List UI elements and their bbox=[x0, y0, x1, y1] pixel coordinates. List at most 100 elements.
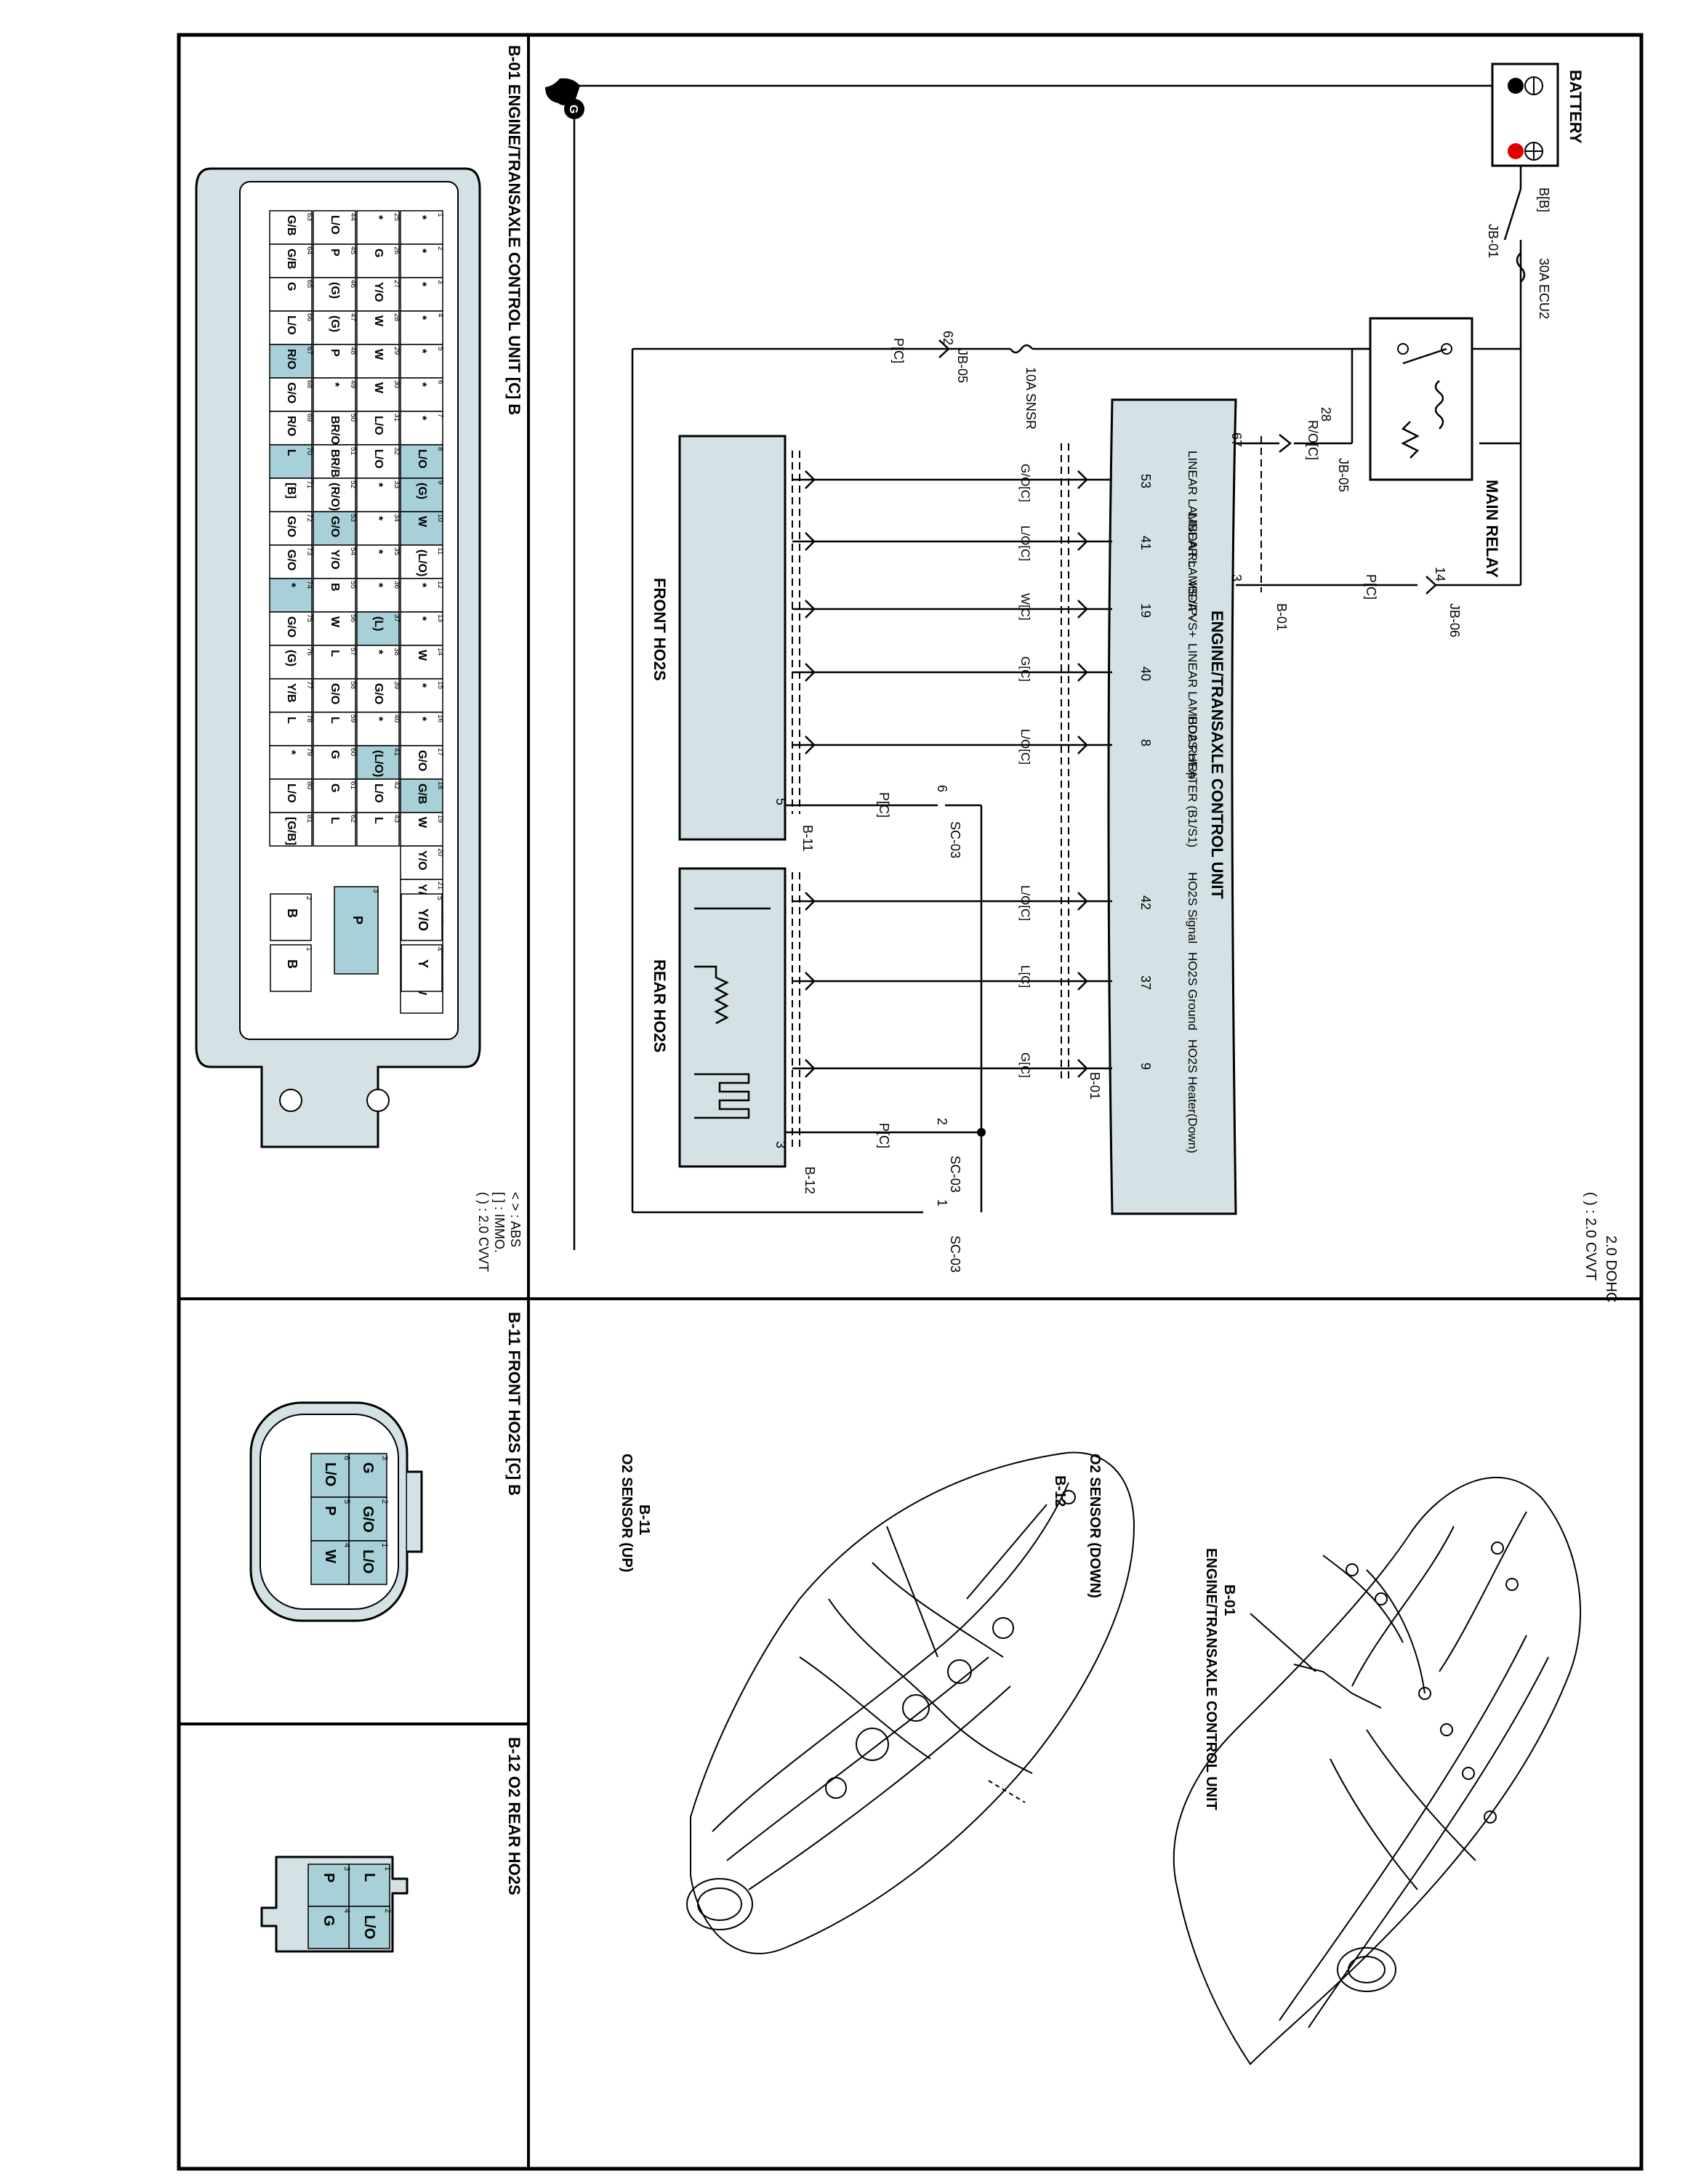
connector-cell bbox=[313, 210, 356, 245]
connector-cell bbox=[400, 310, 443, 345]
connector-wire-color: G bbox=[372, 249, 385, 257]
connector-pin-number: 78 bbox=[305, 714, 313, 723]
connector-pin-number: 8 bbox=[436, 447, 444, 451]
connector-wire-color: (R/O) bbox=[329, 483, 341, 511]
connector-wire-color: [G/B] bbox=[285, 817, 297, 845]
wire-color-label: L/O[C] bbox=[1018, 885, 1032, 921]
connector-pin-number: 60 bbox=[349, 748, 357, 757]
connector-wire-color: (L/O) bbox=[372, 750, 385, 777]
loc-b11-label: B-11 bbox=[636, 1504, 652, 1535]
rear-splice-pin: 2 bbox=[935, 1118, 949, 1125]
connector-wire-color: G/O bbox=[372, 683, 385, 704]
connector-pin-number: 5 bbox=[342, 1499, 351, 1504]
connector-wire-color: Y/B bbox=[285, 683, 297, 703]
connector-cell bbox=[356, 645, 400, 680]
ecu-pin-number: 53 bbox=[1138, 474, 1153, 488]
connector-pin-number: 3 bbox=[342, 1866, 351, 1871]
connector-pin-number: 6 bbox=[436, 380, 444, 384]
connector-pin-number: 81 bbox=[305, 815, 313, 823]
connector-wire-color: [B] bbox=[285, 483, 297, 499]
connector-wire-color: L/O bbox=[372, 783, 385, 803]
connector-pin-number: 4 bbox=[342, 1543, 351, 1547]
connector-wire-color: G/O bbox=[329, 683, 341, 704]
connector-cell bbox=[307, 1906, 350, 1949]
connector-cell bbox=[269, 712, 313, 746]
connector-wire-color: L/O bbox=[322, 1462, 338, 1486]
connector-cell bbox=[269, 511, 313, 546]
front-ho2s-conn: B-11 bbox=[800, 825, 815, 852]
connector-pin-number: 19 bbox=[436, 815, 444, 823]
ecu2-fuse bbox=[1516, 252, 1526, 283]
ecu-pin-number: 8 bbox=[1138, 739, 1153, 746]
connector-pin-number: 72 bbox=[305, 514, 313, 523]
connector-pin-number: 17 bbox=[436, 748, 444, 757]
connector-pin-number: 59 bbox=[349, 714, 357, 723]
connector-pin-number: 11 bbox=[436, 547, 444, 555]
connector-cell bbox=[400, 243, 443, 278]
connector-pin-number: 4 bbox=[436, 313, 444, 318]
connector-pin-number: 76 bbox=[305, 648, 313, 656]
connector-pin-number: 7 bbox=[436, 414, 444, 418]
connector-wire-color: G bbox=[360, 1462, 376, 1474]
connector-cell bbox=[401, 893, 443, 941]
vehicle-location-sketch bbox=[686, 1451, 1582, 2066]
ecu-function-label: HO2S Signal bbox=[1186, 872, 1199, 943]
page-frame bbox=[177, 33, 1644, 2171]
connector-pin-number: 3 bbox=[436, 280, 444, 284]
connector-wire-color: G bbox=[321, 1915, 337, 1927]
connector-wire-color: L/O bbox=[361, 1915, 377, 1939]
connector-pin-number: 77 bbox=[305, 681, 313, 690]
connector-cell bbox=[269, 578, 313, 613]
connector-wire-color: L/O bbox=[360, 1550, 376, 1573]
connector-wire-color: G bbox=[329, 750, 341, 759]
connector-cell bbox=[356, 478, 400, 512]
snsr-conn: JB-05 bbox=[955, 349, 970, 383]
connector-pin-number: 12 bbox=[436, 581, 444, 589]
connector-cell bbox=[356, 544, 400, 579]
rear-ho2s-pin3: 3 bbox=[773, 1141, 788, 1148]
connector-pin-number: 36 bbox=[393, 581, 401, 589]
ecu-pin-number: 40 bbox=[1138, 666, 1153, 681]
connector-cell bbox=[400, 544, 443, 579]
connector-cell bbox=[400, 210, 443, 245]
connector-pin-number: 43 bbox=[393, 815, 401, 823]
connector-pin-number: 66 bbox=[305, 313, 313, 322]
connector-wire-color: (L/O) bbox=[416, 549, 428, 576]
connector-cell bbox=[313, 645, 356, 680]
connector-cell bbox=[310, 1453, 350, 1498]
connector-pin-number: 75 bbox=[305, 614, 313, 623]
ecu-pin-number: 19 bbox=[1138, 603, 1153, 618]
ground-symbol: G bbox=[545, 78, 584, 119]
legend-immo: [ ] : IMMO. bbox=[492, 1192, 507, 1253]
connector-chevron bbox=[805, 972, 816, 991]
connector-wire-color: W bbox=[322, 1550, 338, 1563]
connector-pin-number: 3 bbox=[371, 889, 379, 893]
connector-wire-color: * bbox=[416, 382, 428, 387]
connector-wire-color: * bbox=[416, 616, 428, 621]
connector-pin-number: 4 bbox=[342, 1909, 351, 1913]
wire-color-label: W[C] bbox=[1018, 593, 1032, 621]
connector-wire-color: G/O bbox=[360, 1506, 376, 1533]
connector-wire-color: * bbox=[372, 516, 385, 521]
connector-pin-number: 62 bbox=[349, 815, 357, 823]
ecu-body: ENGINE/TRANSAXLE CONTROL UNIT 67 3 B-01 … bbox=[1087, 398, 1289, 1215]
connector-wire-color: G bbox=[285, 282, 297, 291]
connector-wire-color: * bbox=[372, 215, 385, 220]
ecu-function-label: LINEAR LAMBDA VS+ bbox=[1186, 512, 1199, 638]
legend-abs: < > : ABS bbox=[508, 1192, 523, 1247]
connector-wire-color: Y/O bbox=[372, 282, 385, 302]
connector-pin-number: 63 bbox=[305, 213, 313, 222]
connector-pin-number: 4 bbox=[435, 947, 443, 951]
connector-pin-number: 6 bbox=[342, 1456, 351, 1460]
ecu-function-label: HO2S Heater(Down) bbox=[1186, 1039, 1199, 1153]
battery-label: BATTERY bbox=[1567, 70, 1585, 144]
front-ho2s: FRONT HO2S 5 P[C] B-11 6 SC-03 bbox=[651, 435, 962, 858]
connector-wire-color: * bbox=[372, 650, 385, 655]
connector-cell bbox=[269, 210, 313, 245]
connector-wire-color: W bbox=[416, 516, 428, 528]
main-relay-label: MAIN RELAY bbox=[1483, 480, 1501, 578]
connector-wire-color: * bbox=[416, 349, 428, 354]
connector-pin-number: 16 bbox=[436, 714, 444, 723]
